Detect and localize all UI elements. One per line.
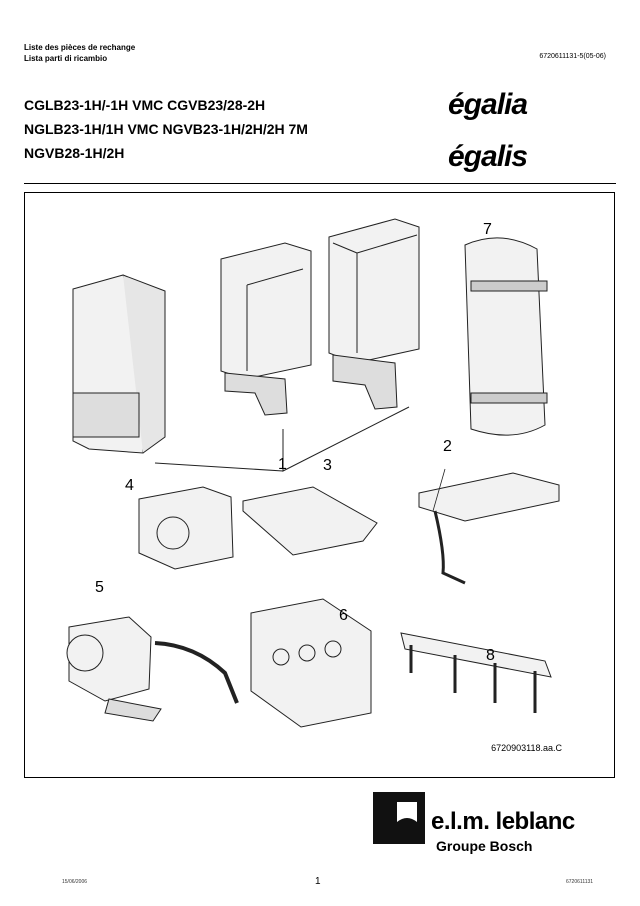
callout-number: 7 (483, 221, 492, 238)
callout-number: 3 (323, 457, 332, 474)
exploded-parts-figure: 1 2 3 4 5 6 7 8 6720903118.aa.C (24, 192, 615, 778)
chassis-frame-2-drawing (328, 218, 420, 364)
casing-leader-line (154, 462, 284, 472)
control-panel-drawing (250, 598, 372, 728)
callout-number: 4 (125, 477, 134, 494)
storage-tank-drawing (464, 237, 546, 436)
parts-drawing (66, 218, 560, 728)
model-titles: CGLB23-1H/-1H VMC CGVB23/28-2H NGLB23-1H… (24, 93, 308, 165)
heat-exchanger-drawing (242, 486, 378, 556)
chassis-frame-drawing (220, 242, 312, 380)
model-title: NGVB28-1H/2H (24, 145, 125, 161)
header-line-it: Lista parti di ricambio (24, 54, 108, 63)
document-header: Liste des pièces de rechange Lista parti… (24, 42, 135, 64)
header-line-fr: Liste des pièces de rechange (24, 43, 136, 52)
model-title: NGLB23-1H/1H VMC NGVB23-1H/2H/2H 7M (24, 121, 308, 137)
model-title: CGLB23-1H/-1H VMC CGVB23/28-2H (24, 97, 266, 113)
company-logo: e.l.m. leblanc Groupe Bosch (373, 790, 613, 860)
callout-number: 1 (278, 456, 287, 473)
callout-number: 2 (443, 438, 452, 455)
plate-exchanger-drawing (418, 472, 560, 522)
header-divider (24, 183, 616, 184)
callout-number: 6 (339, 607, 348, 624)
callout-number: 5 (95, 579, 104, 596)
figure-reference: 6720903118.aa.C (491, 743, 562, 753)
brand-egalis: égalis (448, 140, 528, 173)
logo-company-name: e.l.m. leblanc (431, 808, 575, 835)
document-code: 6720611131-5(05-06) (539, 53, 606, 60)
logo-group-name: Groupe Bosch (436, 838, 533, 854)
footer-code: 6720611131 (566, 879, 594, 885)
leblanc-logo-icon (373, 792, 425, 844)
footer-date: 15/06/2006 (62, 879, 88, 885)
brand-egalia: égalia (448, 88, 528, 121)
page-number: 1 (315, 876, 321, 887)
pipe-assembly-drawing (400, 632, 552, 678)
callout-number: 8 (486, 647, 495, 664)
